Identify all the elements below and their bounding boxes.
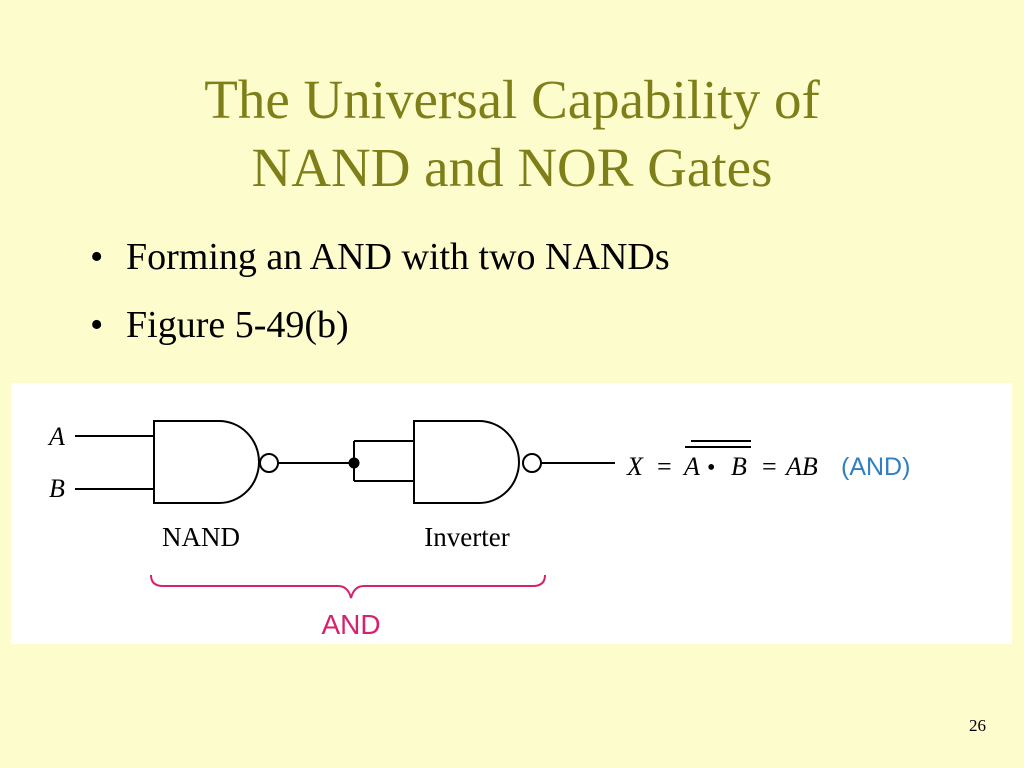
- eq-x: X: [626, 452, 644, 481]
- eq-b: B: [731, 452, 747, 481]
- eq-equals-1: =: [657, 452, 672, 481]
- eq-a: A: [682, 452, 700, 481]
- bullet-item: • Forming an AND with two NANDs: [90, 232, 670, 300]
- nand-gate-body: [153, 420, 260, 504]
- inverter-bubble: [522, 453, 542, 473]
- input-b-label: B: [49, 474, 65, 503]
- bullet-item: • Figure 5-49(b): [90, 300, 670, 368]
- and-brace: [150, 574, 546, 599]
- eq-dot: •: [707, 455, 715, 481]
- eq-equals-2: =: [762, 452, 777, 481]
- bullet-text: Figure 5-49(b): [126, 304, 349, 346]
- page-number: 26: [969, 716, 986, 735]
- bullet-list: • Forming an AND with two NANDs • Figure…: [90, 232, 670, 368]
- title-line-1: The Universal Capability of: [204, 69, 820, 130]
- slide-title: The Universal Capability of NAND and NOR…: [0, 66, 1024, 202]
- inverter-label: Inverter: [424, 522, 509, 552]
- eq-ab: AB: [784, 452, 818, 481]
- bullet-marker: •: [90, 304, 104, 346]
- circuit-figure: A B X = A • B = AB (AND) NAND Inverter: [11, 383, 1012, 644]
- nand-label: NAND: [162, 522, 240, 552]
- inverter-gate-body: [413, 420, 520, 504]
- circuit-diagram: A B X = A • B = AB (AND) NAND Inverter: [47, 420, 910, 640]
- input-a-label: A: [47, 422, 65, 451]
- and-group-label: AND: [321, 609, 380, 640]
- bullet-text: Forming an AND with two NANDs: [126, 236, 670, 278]
- nand-bubble: [259, 453, 279, 473]
- title-line-2: NAND and NOR Gates: [251, 137, 773, 198]
- eq-note: (AND): [841, 453, 910, 481]
- bullet-marker: •: [90, 236, 104, 278]
